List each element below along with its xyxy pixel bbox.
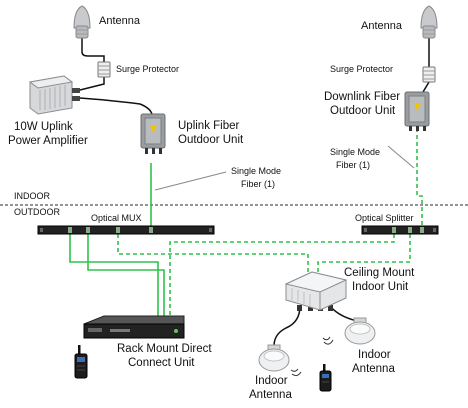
ceiling-unit-label-line1: Ceiling Mount [344,267,415,279]
cable-surge-to-amp [79,77,105,91]
smf-right-label-line2: Fiber (1) [336,160,370,170]
cable-amp-to-uplink [79,97,153,115]
fiber-downlink-to-splitter [416,128,423,226]
cable-antenna-to-surge-left [81,38,105,62]
cable-surge-to-downlink [422,81,430,93]
downlink-outdoor-unit-icon [404,91,430,131]
rack-unit-label-line2: Connect Unit [128,357,195,369]
surge-protector-right-label: Surge Protector [330,64,393,74]
downlink-unit-label-line1: Downlink Fiber [324,91,400,103]
smf-right-label-line1: Single Mode [330,147,380,157]
antenna-left-label: Antenna [99,15,141,27]
connector-ceiling-a [297,305,302,311]
connector-ceiling-d [328,305,333,311]
fiber-mux-to-rack-a [69,234,159,316]
uplink-unit-label-line1: Uplink Fiber [178,120,240,132]
surge-protector-right-icon [422,66,436,83]
power-amplifier-icon [28,75,80,115]
leader-smf-right [387,145,415,169]
antenna-right-label: Antenna [361,20,403,32]
uplink-unit-label-line2: Outdoor Unit [178,134,244,146]
indoor-antenna-left-label-line2: Antenna [249,389,292,401]
fiber-mux-to-ceiling [117,234,309,274]
indoor-antenna-left-icon [258,344,290,372]
leader-lines [154,145,415,191]
ceiling-mount-unit-icon [284,271,348,311]
outdoor-label: OUTDOOR [14,207,60,217]
optical-mux-icon [37,225,215,235]
leader-smf-left [154,171,227,191]
surge-protector-left-label: Surge Protector [116,64,179,74]
connector-ceiling-b [308,305,313,311]
antenna-left-icon [73,5,91,39]
antenna-right-icon [420,5,438,39]
indoor-antenna-right-icon [344,317,376,345]
rack-unit-label-line1: Rack Mount Direct [117,343,212,355]
smf-left-label-line2: Fiber (1) [241,179,275,189]
handheld-radio-left-icon [74,345,88,379]
optical-splitter-label: Optical Splitter [355,213,414,223]
fiber-splitter-to-rack [169,234,395,316]
indoor-label: INDOOR [14,191,51,201]
signal-wave-icon [290,336,334,377]
indoor-antenna-right-label-line1: Indoor [358,349,391,361]
optical-splitter-icon [361,225,439,235]
surge-protector-left-icon [97,61,111,78]
handheld-radio-center-icon [319,364,332,392]
ceiling-unit-label-line2: Indoor Unit [352,281,409,293]
fiber-links [69,128,423,316]
amp-label-line1: 10W Uplink [14,121,73,133]
optical-mux-label: Optical MUX [91,213,142,223]
uplink-outdoor-unit-icon [140,113,166,154]
smf-left-label-line1: Single Mode [231,166,281,176]
indoor-antenna-right-label-line2: Antenna [352,363,395,375]
downlink-unit-label-line2: Outdoor Unit [330,105,396,117]
rf-cables [79,38,430,347]
cable-ceiling-to-antenna-left [273,305,301,347]
rack-mount-unit-icon [83,315,185,339]
amp-label-line2: Power Amplifier [8,135,88,147]
fiber-splitter-to-ceiling [317,234,411,274]
indoor-antenna-left-label-line1: Indoor [255,375,288,387]
fiber-mux-to-rack-b [87,234,165,316]
